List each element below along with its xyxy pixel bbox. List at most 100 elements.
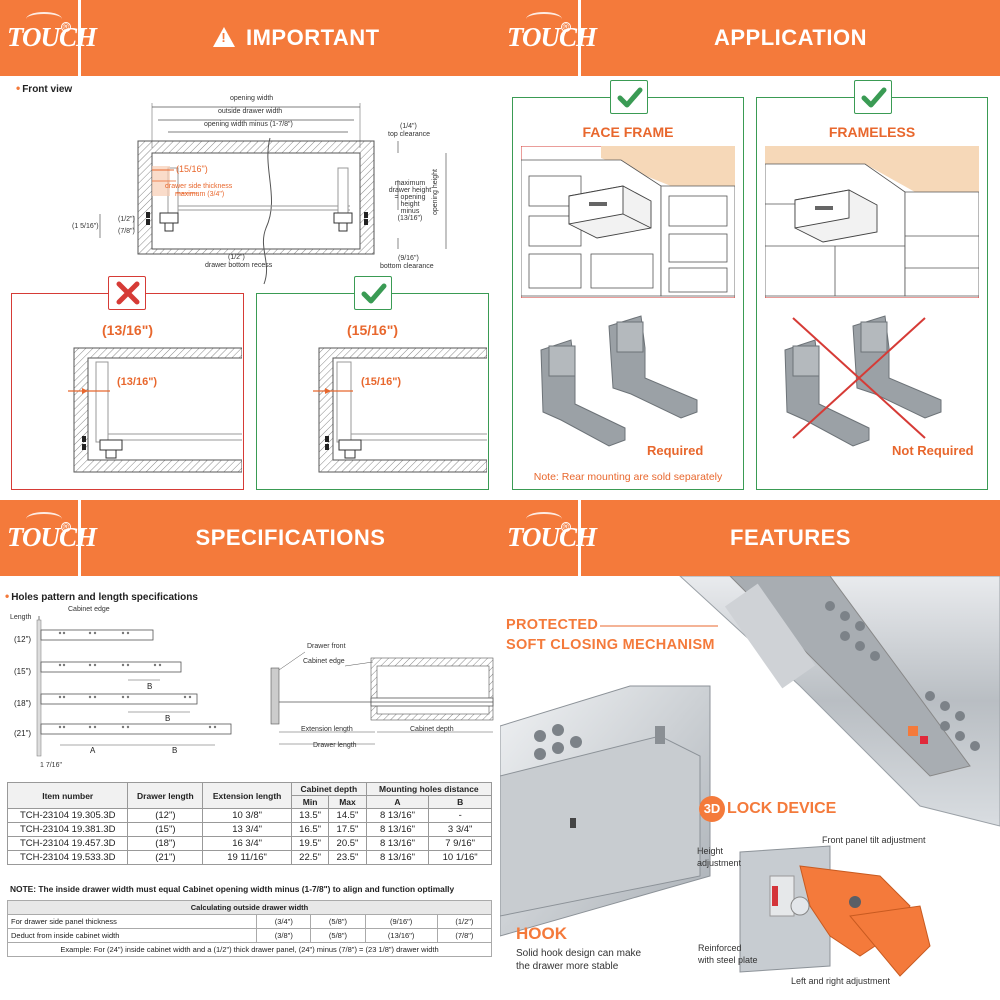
- dim-bottom-recess-val: (1/2"): [228, 254, 245, 261]
- table-cell: (5/8"): [310, 928, 366, 943]
- dim-bottom-clearance-val: (9/16"): [398, 255, 419, 262]
- table-cell: 23.5": [328, 850, 367, 865]
- length-label: Length: [10, 614, 32, 621]
- th-cabinet-depth: Cabinet depth: [290, 782, 367, 796]
- touch-logo: TOUCH ®: [0, 0, 97, 76]
- table-cell: (5/8"): [310, 914, 366, 929]
- dim-bottom-recess: drawer bottom recess: [205, 262, 273, 269]
- features-title: FEATURES: [730, 525, 851, 550]
- correct-panel-diagram: [313, 347, 487, 473]
- dim-one-five-sixteenths: (1 5/16"): [72, 223, 99, 230]
- hook-description: Solid hook design can make the drawer mo…: [516, 948, 642, 972]
- wrong-panel: (13/16") (13/16"): [11, 293, 244, 490]
- th-b: B: [428, 795, 492, 809]
- specifications-table: Item number Drawer length Extension leng…: [6, 782, 493, 865]
- face-frame-heading: FACE FRAME: [582, 124, 674, 140]
- dim-max-drawer-height: maximum drawer height = opening height m…: [388, 180, 432, 222]
- frameless-panel: FRAMELESS: [756, 97, 988, 490]
- table-cell: 16.5": [290, 822, 330, 837]
- dim-outside-drawer-width: outside drawer width: [218, 108, 283, 115]
- left-right-adjustment-label: Left and right adjustment: [791, 976, 891, 986]
- table-cell: (1/2"): [436, 914, 493, 929]
- wrong-panel-heading: (13/16"): [102, 322, 153, 338]
- table-cell: TCH-23104 19.305.3D: [6, 808, 129, 823]
- b-label-3: B: [172, 746, 178, 755]
- table-cell: 8 13/16": [365, 850, 430, 865]
- correct-badge: [354, 276, 392, 310]
- protected-title: PROTECTED SOFT CLOSING MECHANISM: [506, 617, 715, 653]
- dim-bottom-clearance: bottom clearance: [380, 263, 434, 270]
- hook-title: HOOK: [516, 924, 567, 943]
- dim-half: (1/2"): [118, 216, 135, 223]
- calc-example: Example: For (24") inside cabinet width …: [7, 942, 492, 957]
- frameless-cabinet-image: [765, 146, 979, 298]
- table-cell: 13.5": [290, 808, 330, 823]
- seven-sixteenths-label: 1 7/16": [40, 762, 62, 769]
- face-frame-cabinet-image: [521, 146, 735, 298]
- inside-width-note: NOTE: The inside drawer width must equal…: [10, 884, 455, 894]
- front-view-label: Front view: [16, 81, 72, 95]
- cabinet-depth-label: Cabinet depth: [410, 726, 454, 733]
- frameless-heading: FRAMELESS: [828, 124, 916, 140]
- face-frame-badge: [610, 80, 648, 114]
- cabinet-depth-diagram: [270, 651, 494, 745]
- cabinet-edge-label-2: Cabinet edge: [303, 658, 345, 665]
- table-cell: 8 13/16": [365, 836, 430, 851]
- dim-seven-eighths: (7/8"): [118, 228, 135, 235]
- lock-device-label: LOCK DEVICE: [727, 800, 837, 817]
- important-title: IMPORTANT: [245, 25, 380, 50]
- table-cell: 10 3/8": [202, 808, 292, 823]
- important-banner: TOUCH ® ! IMPORTANT: [0, 0, 500, 76]
- correct-panel: (15/16") (15/16"): [256, 293, 489, 490]
- rear-bracket-required-image: [540, 315, 698, 447]
- dim-drawer-side-thickness: drawer side thickness: [165, 183, 233, 190]
- table-cell: 3 3/4": [428, 822, 492, 837]
- row-label-15: (15"): [14, 667, 32, 676]
- row-label-18: (18"): [14, 699, 32, 708]
- x-mark-icon: [116, 281, 140, 305]
- 3d-badge: 3D: [699, 796, 725, 822]
- touch-logo: TOUCH ®: [500, 500, 597, 576]
- dim-side-15-16: (15/16"): [176, 164, 208, 174]
- th-max: Max: [328, 795, 367, 809]
- th-min: Min: [290, 795, 330, 809]
- slide-lengths-diagram: [36, 616, 232, 757]
- extension-length-label: Extension length: [301, 726, 353, 733]
- rear-bracket-not-required-image: [784, 315, 942, 447]
- specifications-title: SPECIFICATIONS: [195, 525, 386, 550]
- dim-top-clearance: top clearance: [388, 131, 431, 138]
- table-cell: 7 9/16": [428, 836, 492, 851]
- table-row: TCH-23104 19.305.3D (12") 10 3/8" 13.5" …: [6, 808, 492, 823]
- table-cell: TCH-23104 19.381.3D: [6, 822, 129, 837]
- th-drawer-length: Drawer length: [127, 782, 204, 809]
- table-cell: 8 13/16": [365, 808, 430, 823]
- table-cell: 19 11/16": [202, 850, 292, 865]
- th-a: A: [365, 795, 430, 809]
- frameless-badge: [854, 80, 892, 114]
- calc-row2-label: Deduct from inside cabinet width: [6, 928, 258, 943]
- dim-opening-height: opening height: [432, 169, 439, 215]
- application-quadrant: TOUCH ® APPLICATION FACE FRAME: [500, 0, 1000, 500]
- height-adjustment-label: Height adjustment: [697, 846, 742, 868]
- front-panel-tilt-label: Front panel tilt adjustment: [822, 835, 926, 845]
- specifications-banner: TOUCH ® SPECIFICATIONS: [0, 500, 500, 576]
- calc-table: Calculating outside drawer width For dra…: [6, 900, 493, 957]
- dim-opening-width-minus: opening width minus (1-7/8"): [204, 121, 293, 128]
- dim-top-clearance-val: (1/4"): [400, 123, 417, 130]
- face-frame-required-label: Required: [647, 443, 704, 458]
- specifications-quadrant: TOUCH ® SPECIFICATIONS Holes pattern and…: [0, 500, 500, 1000]
- check-mark-icon: [361, 283, 387, 304]
- table-cell: TCH-23104 19.533.3D: [6, 850, 129, 865]
- wrong-panel-diagram: [68, 347, 242, 473]
- correct-panel-callout: (15/16"): [361, 376, 402, 388]
- application-title: APPLICATION: [714, 25, 867, 50]
- table-cell: 8 13/16": [365, 822, 430, 837]
- slide-product-image: [500, 576, 1000, 977]
- table-cell: (7/8"): [436, 928, 493, 943]
- wrong-panel-callout: (13/16"): [117, 376, 158, 388]
- b-label-1: B: [147, 682, 153, 691]
- table-cell: (12"): [127, 808, 204, 823]
- table-cell: 22.5": [290, 850, 330, 865]
- front-view-diagram: [99, 103, 447, 285]
- touch-logo: TOUCH ®: [0, 500, 97, 576]
